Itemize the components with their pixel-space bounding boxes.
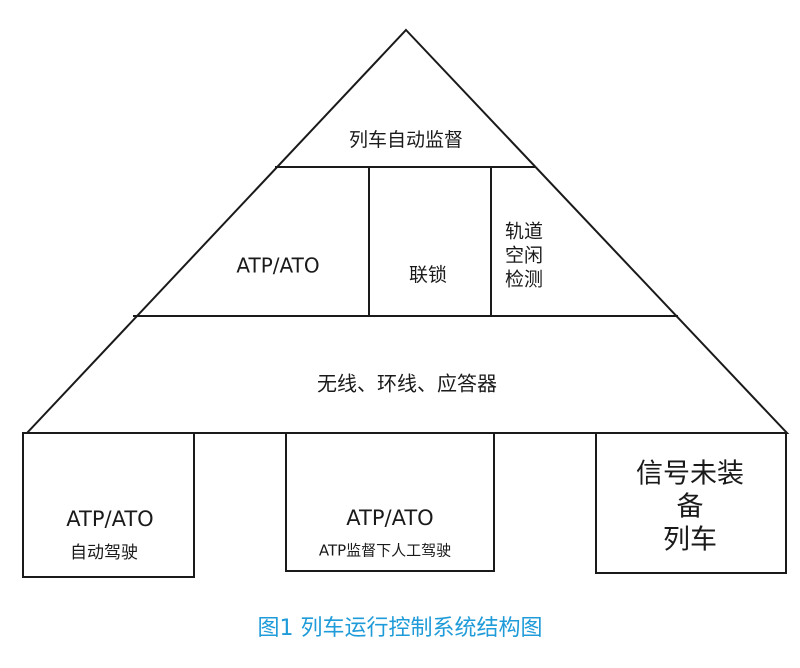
train-supervised-subtitle: ATP监督下人工驾驶 [318, 541, 452, 560]
train-auto-subtitle: 自动驾驶 [70, 543, 138, 564]
top-layer-label: 列车自动监督 [348, 129, 464, 152]
train-unequipped-line-2: 列车 [663, 524, 717, 556]
bottom-layer-label: 无线、环线、应答器 [317, 371, 497, 396]
train-box-unequipped [595, 432, 787, 574]
figure-caption: 图1 列车运行控制系统结构图 [257, 616, 543, 641]
interlocking-label: 联锁 [408, 264, 448, 287]
train-unequipped-title: 信号未装备 列车 [635, 459, 745, 558]
train-box-supervised [285, 432, 495, 572]
track-detection-label: 轨道 空闲 检测 [505, 220, 543, 291]
track-detection-line-3: 检测 [504, 267, 544, 290]
train-unequipped-line-1: 信号未装备 [636, 458, 744, 523]
track-detection-line-1: 轨道 [504, 220, 544, 243]
track-detection-line-2: 空闲 [504, 244, 544, 267]
atp-ato-layer-label: ATP/ATO [236, 253, 320, 278]
train-box-auto [22, 432, 195, 578]
train-auto-title: ATP/ATO [66, 506, 154, 531]
train-supervised-title: ATP/ATO [346, 505, 434, 530]
